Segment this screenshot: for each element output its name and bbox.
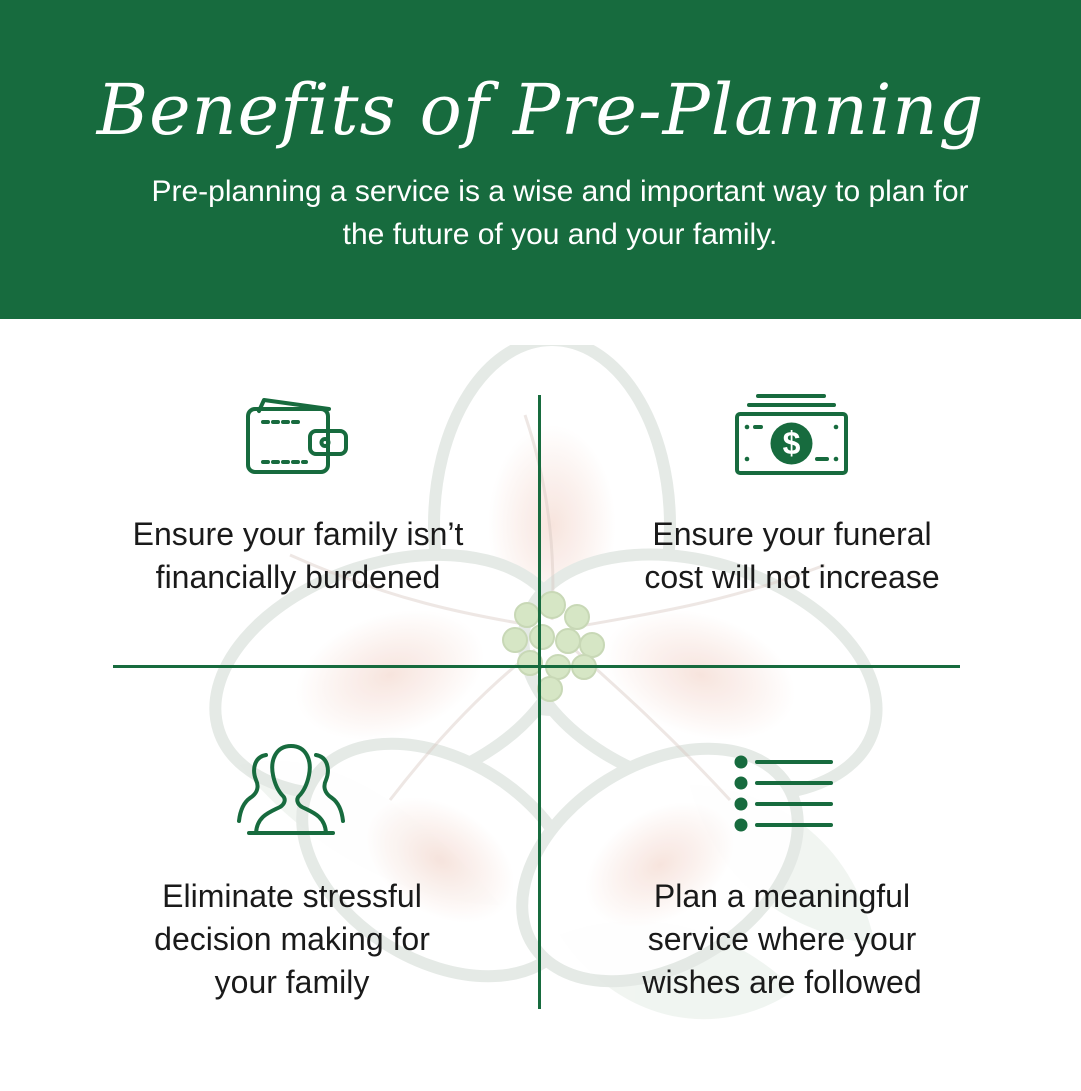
people-icon xyxy=(237,744,345,835)
checklist-icon xyxy=(734,755,833,832)
benefit-text-cost: Ensure your funeral cost will not increa… xyxy=(644,516,940,595)
benefit-text-financial: Ensure your family isn’t financially bur… xyxy=(132,516,464,595)
benefit-text-decision-making: Eliminate stressful decision making for … xyxy=(154,878,430,1000)
wallet-icon xyxy=(246,398,348,474)
svg-text:$: $ xyxy=(783,425,801,461)
vertical-divider xyxy=(538,395,541,1009)
page-title: Benefits of Pre-Planning xyxy=(96,69,985,151)
page-subtitle: Pre-planning a service is a wise and imp… xyxy=(151,175,969,251)
money-icon: $ xyxy=(735,394,848,475)
horizontal-divider xyxy=(113,665,960,668)
header-banner: Benefits of Pre-Planning Pre-planning a … xyxy=(0,0,1081,319)
benefit-text-wishes: Plan a meaningful service where your wis… xyxy=(642,878,922,1000)
